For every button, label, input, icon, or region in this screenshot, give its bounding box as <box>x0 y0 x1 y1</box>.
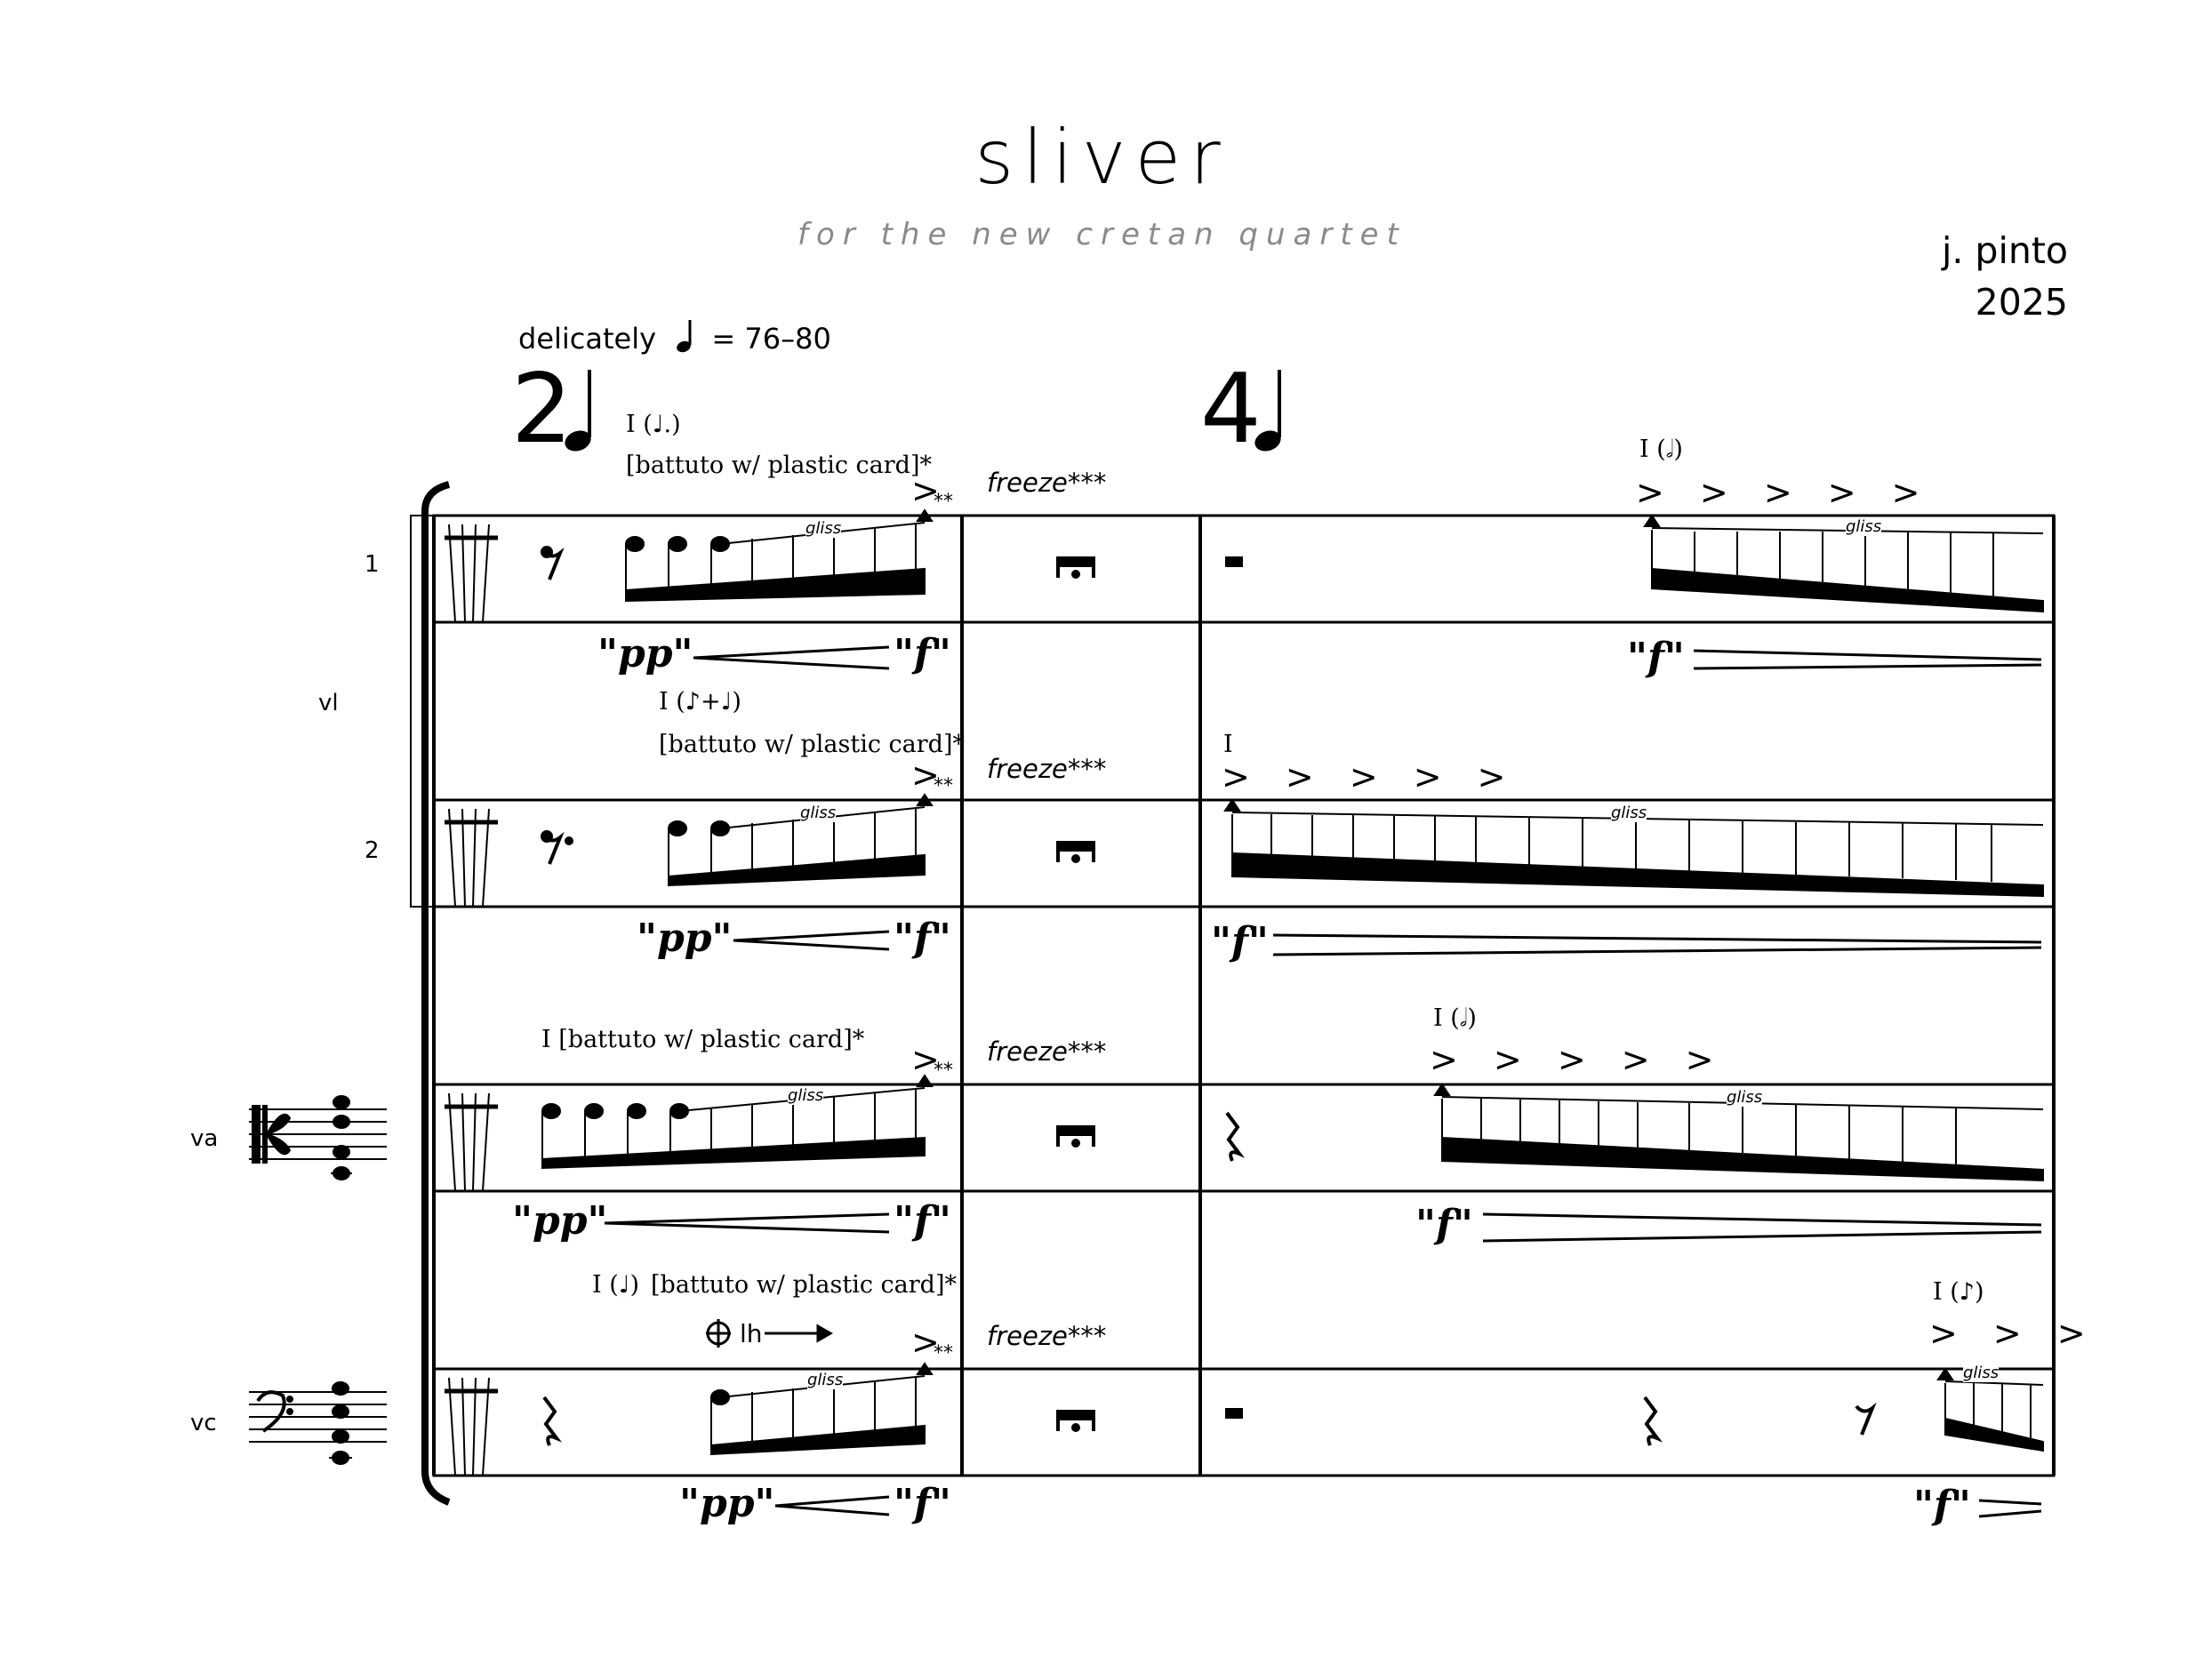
gliss-vl2-m3: gliss <box>1611 804 1647 822</box>
beamed-notes-vl2-m1 <box>668 793 934 887</box>
half-rest-icon <box>1225 556 1243 1419</box>
vl1-bowing: I (♩.) <box>626 411 681 438</box>
quarter-note-icon <box>677 320 692 353</box>
va-m3-bowing: I (𝅗𝅥) <box>1433 1004 1477 1032</box>
instrument-label-vl2: 2 <box>365 837 380 864</box>
string-clef-icon-vl1 <box>445 524 498 623</box>
instrument-label-vl1: 1 <box>365 551 380 578</box>
composer-name: j. pinto <box>1941 229 2068 272</box>
dynamic-f-vl2-m1: "f" <box>894 916 951 961</box>
string-clef-icon-vl2 <box>445 808 498 908</box>
instrument-label-vl: vl <box>318 690 339 716</box>
page-title: sliver <box>974 114 1230 201</box>
system-brace <box>421 481 451 1506</box>
string-clef-icon-va <box>445 1092 498 1192</box>
time-signature-2: 4 <box>1200 354 1262 465</box>
freeze-vc: freeze*** <box>987 1321 1107 1351</box>
vc-lh-label: lh <box>740 1319 763 1348</box>
staff-vc <box>432 1367 2056 1477</box>
gliss-vl1-m3: gliss <box>1846 517 1882 536</box>
viola-clef-icon <box>249 1095 387 1180</box>
accent-vl2-m1: > <box>911 756 952 795</box>
accent-vc-m1: > <box>911 1323 952 1362</box>
time-sig-quarter-icon-2 <box>1254 370 1281 452</box>
accents-vl1-m3: > > > > > <box>1636 473 1933 512</box>
dynamic-f-va-m1: "f" <box>894 1198 951 1244</box>
beamed-notes-vl1-m3 <box>1643 514 2044 613</box>
beamed-notes-va-m3 <box>1433 1083 2044 1182</box>
stars-vl1: ** <box>934 491 953 513</box>
vl1-technique: [battuto w/ plastic card]* <box>626 452 932 479</box>
dynamic-f-vc-m3: "f" <box>1913 1483 1971 1528</box>
string-clef-group <box>445 524 498 1476</box>
instrument-label-vc: vc <box>190 1410 217 1436</box>
gliss-vc-m3: gliss <box>1963 1364 2000 1382</box>
beamed-notes-va-m1 <box>541 1074 934 1170</box>
beamed-notes-vl1-m1 <box>625 508 934 603</box>
gliss-vc-m1: gliss <box>807 1371 844 1389</box>
page-subtitle: for the new cretan quartet <box>797 217 1407 252</box>
staff-va <box>432 1083 2056 1193</box>
time-sig-quarter-icon-1 <box>565 370 591 452</box>
vl2-technique: [battuto w/ plastic card]* <box>659 731 965 758</box>
accents-vl2-m3: > > > > > <box>1222 757 1519 796</box>
instrument-label-va: va <box>190 1125 219 1152</box>
gliss-va-m3: gliss <box>1727 1088 1763 1107</box>
quarter-rest-icon <box>542 1111 1877 1446</box>
arrow-right-icon <box>765 1324 834 1343</box>
accent-va-m1: > <box>911 1040 952 1079</box>
string-clef-icon-vc <box>445 1377 498 1476</box>
dynamic-f-vl2-m3: "f" <box>1211 919 1269 964</box>
beamed-notes-vc-m3 <box>1936 1367 2044 1452</box>
stars-vc: ** <box>934 1342 953 1364</box>
accent-vl1-m1: > <box>911 471 952 510</box>
stars-va: ** <box>934 1060 953 1082</box>
freeze-vl2: freeze*** <box>987 754 1107 784</box>
hairpins <box>604 645 2042 1518</box>
dynamic-f-vl1-m3: "f" <box>1627 635 1685 680</box>
dynamic-pp-vc: "pp" <box>679 1481 775 1526</box>
tempo-value: = 76–80 <box>711 322 831 356</box>
freeze-vl1: freeze*** <box>987 468 1107 498</box>
vc-technique: [battuto w/ plastic card]* <box>651 1271 957 1299</box>
vl2-m3-bowing: I <box>1223 731 1233 758</box>
vc-m3-bowing: I (♪) <box>1933 1278 1984 1306</box>
dynamic-f-vl1-m1: "f" <box>894 631 951 676</box>
eighth-rest-icon <box>541 546 573 865</box>
dynamic-pp-va: "pp" <box>512 1198 608 1244</box>
dynamic-f-va-m3: "f" <box>1415 1202 1473 1247</box>
bar-rest-icon <box>1056 556 1095 1432</box>
tempo-word: delicately <box>518 322 657 356</box>
gliss-va-m1: gliss <box>788 1086 824 1105</box>
vl1-m3-bowing: I (𝅗𝅥) <box>1639 436 1683 463</box>
bass-clef-icon <box>249 1381 387 1465</box>
dynamic-pp-vl2: "pp" <box>637 916 733 961</box>
staff-vl1 <box>432 514 2056 624</box>
composition-year: 2025 <box>1975 281 2068 324</box>
tempo-marking: delicately = 76–80 <box>518 318 831 356</box>
harmonic-icon <box>706 1319 731 1348</box>
stars-vl2: ** <box>934 775 953 797</box>
freeze-va: freeze*** <box>987 1036 1107 1067</box>
accents-vc-m3: > > > <box>1929 1314 2098 1353</box>
vl2-bowing: I (♪+♩) <box>659 688 741 716</box>
gliss-vl2-m1: gliss <box>800 804 837 822</box>
dynamic-pp-vl1: "pp" <box>597 631 693 676</box>
gliss-vl1-m1: gliss <box>805 519 842 538</box>
va-technique: I [battuto w/ plastic card]* <box>541 1026 865 1053</box>
accents-va-m3: > > > > > <box>1430 1040 1727 1079</box>
dynamic-f-vc-m1: "f" <box>894 1481 951 1526</box>
vc-bowing: I (♩) <box>592 1271 640 1299</box>
time-signature-1: 2 <box>511 354 573 465</box>
